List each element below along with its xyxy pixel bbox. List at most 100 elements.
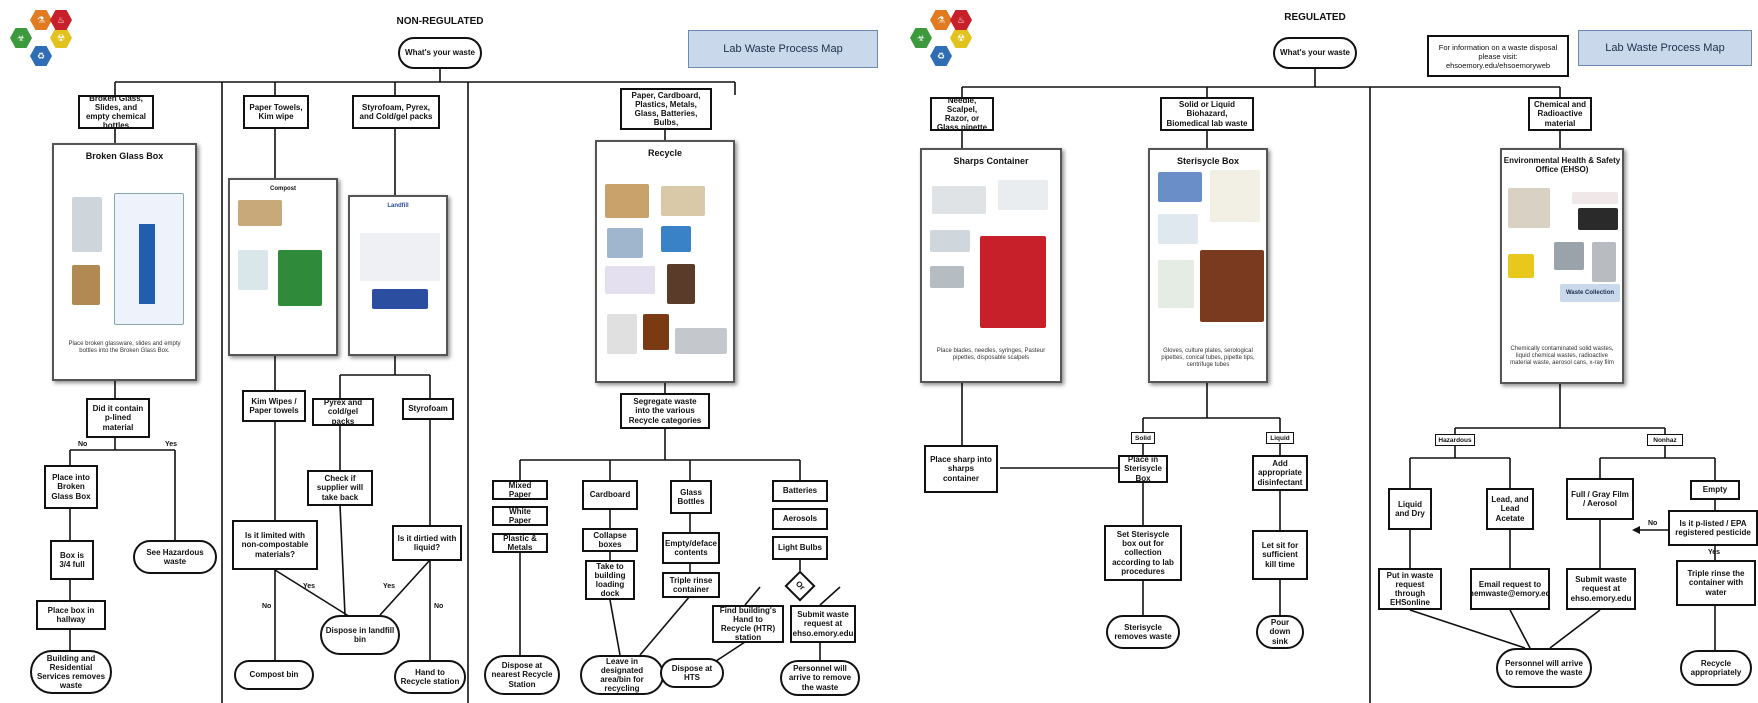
is-p-listed: Is it p-listed / EPA registered pesticid… <box>1668 510 1758 546</box>
edge-label-yes: Yes <box>1708 549 1721 556</box>
edge-label-no: No <box>262 603 272 610</box>
panel-title: Compost <box>270 186 296 192</box>
set-sterisycle-out: Set Sterisycle box out for collection ac… <box>1104 525 1182 581</box>
start-node-right: What's your waste <box>1273 37 1357 69</box>
plastic-metals: Plastic & Metals <box>492 533 548 553</box>
compost-bin-node: Compost bin <box>234 660 314 690</box>
question-dirtied-liquid: Is it dirtied with liquid? <box>392 525 462 561</box>
ehso-logo-image <box>1572 192 1618 204</box>
landfill-sign-image <box>372 289 428 309</box>
edge-label-no: No <box>1648 520 1658 527</box>
lead-acetate: Lead, and Lead Acetate <box>1486 488 1534 530</box>
start-node-left: What's your waste <box>398 37 482 69</box>
glass-bottles-node: Glass Bottles <box>670 480 712 514</box>
landfill-items-image <box>360 233 440 281</box>
panel-broken-glass-box: Broken Glass Box Place broken glassware,… <box>52 143 197 381</box>
panel-title: Sharps Container <box>953 156 1029 166</box>
bins-image <box>1578 208 1618 230</box>
tip-box-image <box>661 226 691 252</box>
recycle-icon: ♻ <box>30 46 52 66</box>
panel-description: Gloves, culture plates, serological pipe… <box>1161 348 1255 369</box>
compost-bin-image <box>278 250 322 306</box>
fire-icon: ♨ <box>50 10 72 30</box>
tubes-image <box>1158 260 1194 308</box>
white-paper: White Paper <box>492 506 548 526</box>
empty-deface: Empty/deface contents <box>662 532 720 564</box>
styrofoam-node: Styrofoam <box>402 398 454 420</box>
pyrex-cold-packs: Pyrex and cold/gel packs <box>312 398 374 426</box>
liquid-tag: Liquid <box>1266 432 1294 444</box>
full-gray-film: Full / Gray Film / Aerosol <box>1566 478 1634 520</box>
paper-towels-image <box>238 200 282 226</box>
edge-label-no: No <box>434 603 444 610</box>
panel-description: Place blades, needles, syringes, Pasteur… <box>936 348 1046 362</box>
panel-sterisycle-box: Sterisycle Box Gloves, culture plates, s… <box>1148 148 1268 383</box>
radiation-icon: ☢ <box>50 28 72 48</box>
hand-to-recycle: Hand to Recycle station <box>394 660 466 694</box>
jar-dark-image <box>667 264 695 304</box>
edge-label-yes: Yes <box>165 441 178 448</box>
personnel-remove-right: Personnel will arrive to remove the wast… <box>1496 648 1592 688</box>
drum-image <box>1508 188 1550 228</box>
leave-designated-area: Leave in designated area/bin for recycli… <box>580 655 664 695</box>
recycle-appropriately: Recycle appropriately <box>1680 650 1752 686</box>
place-sharp-container: Place sharp into sharps container <box>924 445 998 493</box>
radiation-icon: ☢ <box>950 28 972 48</box>
petri-image <box>1158 214 1198 244</box>
tray-image <box>675 328 727 354</box>
category-biohazard: Solid or Liquid Biohazard, Biomedical la… <box>1160 97 1254 131</box>
razor-image <box>930 266 964 288</box>
lab-waste-banner-right: Lab Waste Process Map <box>1578 30 1752 66</box>
cardboard-image <box>605 184 649 218</box>
panel-description: Chemically contaminated solid wastes, li… <box>1510 346 1614 367</box>
place-sterisycle-box: Place in Sterisycle Box <box>1118 455 1168 483</box>
waste-collection-text: Waste Collection <box>1565 290 1615 296</box>
mixed-paper: Mixed Paper <box>492 480 548 500</box>
solid-tag: Solid <box>1131 432 1155 444</box>
panel-title: Broken Glass Box <box>85 151 164 161</box>
waste-collection-sign: Waste Collection <box>1560 284 1620 302</box>
amber-bottle-image <box>643 314 669 350</box>
panel-compost: Compost <box>228 178 338 356</box>
let-sit: Let sit for sufficient kill time <box>1252 530 1308 580</box>
empty-node: Empty <box>1690 480 1740 500</box>
sharps-container-image <box>980 236 1046 328</box>
category-recycle: Paper, Cardboard, Plastics, Metals, Glas… <box>620 88 712 130</box>
dispose-landfill-bin: Dispose in landfill bin <box>320 615 400 655</box>
check-supplier: Check if supplier will take back <box>307 470 373 506</box>
pour-down-sink: Pour down sink <box>1256 615 1304 649</box>
place-into-glass-box: Place into Broken Glass Box <box>44 465 98 509</box>
submit-waste-request-left: Submit waste request at ehso.emory.edu <box>790 605 856 643</box>
panel-ehso: Environmental Health & Safety Office (EH… <box>1500 148 1624 384</box>
fire-icon: ♨ <box>950 10 972 30</box>
liquid-dry: Liquid and Dry <box>1388 488 1432 530</box>
lab-safety-logo: ⚗ ☣ ☢ ♻ ♨ <box>8 10 88 72</box>
place-box-hallway: Place box in hallway <box>36 600 106 630</box>
box-three-quarter-full: Box is 3/4 full <box>50 540 94 580</box>
kim-wipes-node: Kim Wipes / Paper towels <box>242 390 306 422</box>
nonhaz-tag: Nonhaz <box>1647 434 1683 446</box>
panel-title: Sterisycle Box <box>1176 156 1240 166</box>
category-styrofoam: Styrofoam, Pyrex, and Cold/gel packs <box>352 95 440 129</box>
category-glass: Broken Glass, Slides, and empty chemical… <box>78 95 154 129</box>
segregate-waste: Segregate waste into the various Recycle… <box>620 393 710 429</box>
beaker-image <box>72 197 102 252</box>
question-non-compostable: Is it limited with non-compostable mater… <box>232 520 318 570</box>
recycle-icon: ♻ <box>930 46 952 66</box>
see-hazardous-waste: See Hazardous waste <box>133 540 217 574</box>
syringe-image <box>998 180 1048 210</box>
container-image <box>607 314 637 354</box>
sterisycle-removes: Sterisycle removes waste <box>1106 615 1180 649</box>
lab-waste-banner-left: Lab Waste Process Map <box>688 30 878 68</box>
edge-label-yes: Yes <box>383 583 396 590</box>
vials-image <box>605 266 655 294</box>
aerosols-node: Aerosols <box>772 508 828 530</box>
panel-title: Landfill <box>387 203 409 209</box>
dispose-recycle-station: Dispose at nearest Recycle Station <box>484 655 560 695</box>
dispose-at-hts: Dispose at HTS <box>660 658 724 688</box>
triple-rinse-right: Triple rinse the container with water <box>1676 560 1756 606</box>
info-box: For information on a waste disposal plea… <box>1427 35 1569 77</box>
jar-image <box>72 265 100 305</box>
biohazard-icon: ☣ <box>10 28 32 48</box>
triple-rinse-left: Triple rinse container <box>662 572 720 598</box>
